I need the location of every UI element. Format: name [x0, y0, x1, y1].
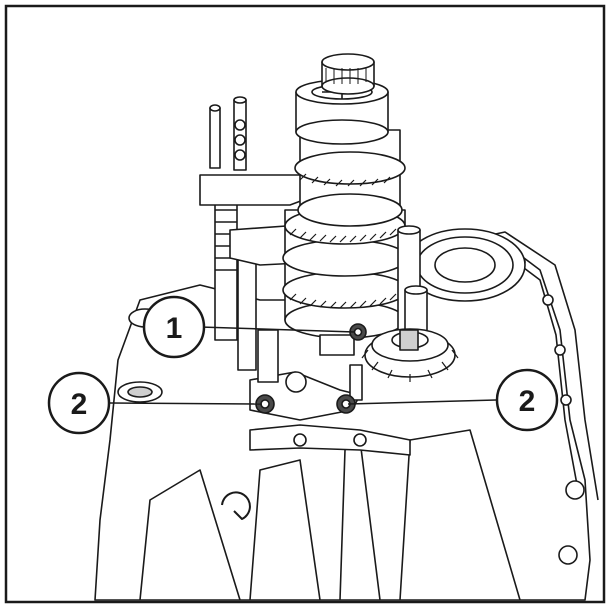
callout-2-right: 2: [495, 368, 559, 432]
leader-lines: [109, 326, 497, 405]
selector-rods: [209, 96, 257, 371]
linkage: [249, 329, 363, 421]
leader-2-right: [347, 399, 497, 405]
callout-2-left-label: 2: [71, 388, 88, 421]
gear-stack: [282, 53, 408, 339]
countershaft: [361, 225, 459, 382]
bolt-right: [336, 394, 356, 414]
callout-2-left: 2: [47, 371, 111, 435]
leader-2-left: [109, 402, 263, 405]
leader-1: [199, 326, 356, 333]
clip: [221, 491, 251, 520]
callout-1: 1: [142, 295, 206, 359]
callout-1-label: 1: [166, 312, 183, 345]
callout-2-right-label: 2: [519, 385, 536, 418]
gearbox-illustration: [94, 53, 599, 601]
